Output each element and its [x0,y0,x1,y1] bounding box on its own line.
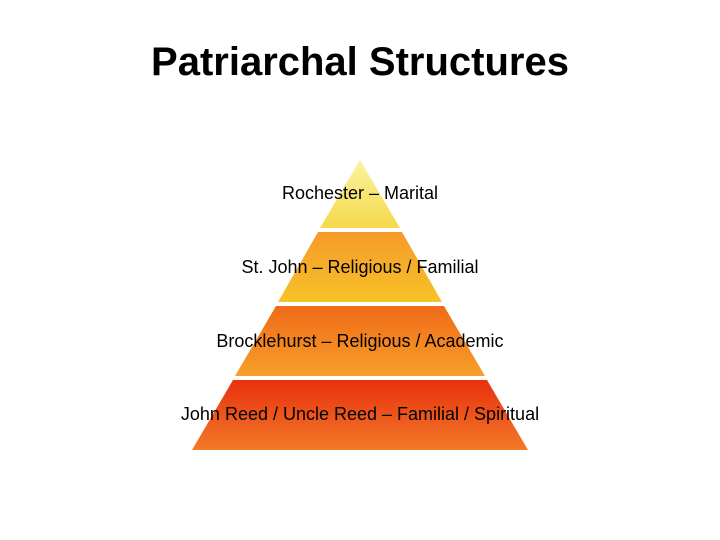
pyramid-level-3 [235,306,485,376]
pyramid-level-3-label: Brocklehurst – Religious / Academic [216,331,504,351]
pyramid-level-4-label: John Reed / Uncle Reed – Familial / Spir… [180,404,540,424]
slide-title: Patriarchal Structures [151,40,569,84]
pyramid-level-4 [192,380,528,450]
pyramid-level-2 [278,232,442,302]
pyramid-level-1-label: Rochester – Marital [281,183,439,203]
pyramid-level-1 [320,160,400,228]
pyramid-level-2-label: St. John – Religious / Familial [241,257,479,277]
